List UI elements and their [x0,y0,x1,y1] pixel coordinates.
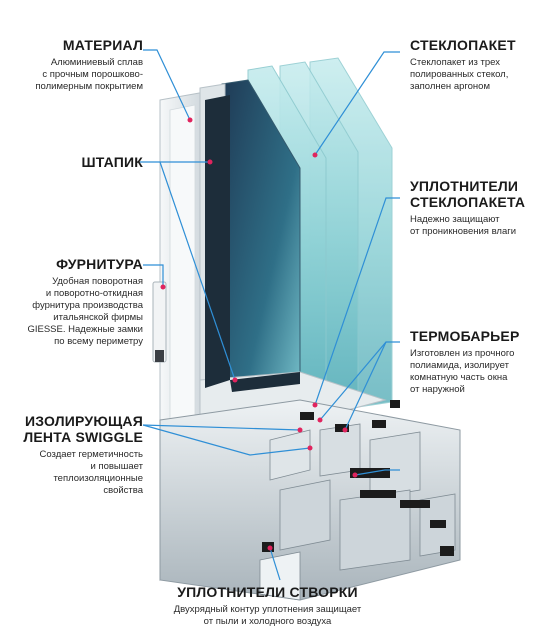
label-glazing-seals: УПЛОТНИТЕЛИ СТЕКЛОПАКЕТА Надежно защищаю… [410,178,525,238]
label-glazing: СТЕКЛОПАКЕТ Стеклопакет из трех полирова… [410,37,516,93]
label-swiggle-title: ИЗОЛИРУЮЩАЯ ЛЕНТА SWIGGLE [23,413,143,445]
dot-shtapik-b [207,159,213,165]
dot-glazing [312,152,318,158]
label-hardware: ФУРНИТУРА Удобная поворотная и поворотно… [27,256,143,348]
glass-panes [221,57,393,423]
label-glazing-title: СТЕКЛОПАКЕТ [410,37,516,53]
dot-thermal-c [352,472,358,478]
label-glazing-seals-desc: Надежно защищают от проникновения влаги [410,214,517,237]
label-sash-seals: УПЛОТНИТЕЛИ СТВОРКИ Двухрядный контур уп… [0,584,535,628]
leader-swiggle-a [142,424,301,431]
dot-thermal-b [342,427,348,433]
leader-thermal-b [344,341,387,431]
dot-swiggle-b [307,445,313,451]
dot-thermal-a [317,417,323,423]
label-swiggle: ИЗОЛИРУЮЩАЯ ЛЕНТА SWIGGLE Создает гермет… [23,413,143,497]
leader-material [143,49,191,121]
leader-glazing [314,51,400,156]
dot-sash-seals [267,545,273,551]
label-material-desc: Алюминиевый сплав с прочным порошково- п… [35,57,143,92]
label-sash-seals-title: УПЛОТНИТЕЛИ СТВОРКИ [177,584,358,600]
label-glazing-seals-title: УПЛОТНИТЕЛИ СТЕКЛОПАКЕТА [410,178,526,210]
label-swiggle-desc: Создает герметичность и повышает теплоиз… [39,449,143,496]
profile-section [159,399,461,601]
leader-hardware [143,264,164,285]
label-hardware-desc: Удобная поворотная и поворотно-откидная … [27,276,143,347]
dot-material [187,117,193,123]
leader-glazing-seals [314,197,400,406]
dot-hardware [160,284,166,290]
leader-swiggle-b [142,424,311,456]
dot-shtapik-a [232,377,238,383]
label-thermal-barrier-title: ТЕРМОБАРЬЕР [410,328,520,344]
leader-lines [140,49,400,581]
leader-thermal-c [354,469,400,476]
label-thermal-barrier-desc: Изготовлен из прочного полиамида, изолир… [410,348,515,395]
leader-sash-seals [269,547,281,581]
label-material: МАТЕРИАЛ Алюминиевый сплав с прочным пор… [35,37,143,93]
label-glazing-desc: Стеклопакет из трех полированных стекол,… [410,57,509,92]
label-shtapik-title: ШТАПИК [81,154,143,170]
label-sash-seals-desc: Двухрядный контур уплотнения защищает от… [173,604,362,627]
label-hardware-title: ФУРНИТУРА [56,256,143,272]
hardware-handle [152,281,167,363]
dot-glazing-seals [312,402,318,408]
leader-dots [160,117,358,551]
label-thermal-barrier: ТЕРМОБАРЬЕР Изготовлен из прочного полиа… [410,328,520,396]
label-material-title: МАТЕРИАЛ [62,37,143,53]
label-shtapik: ШТАПИК [81,154,143,170]
dot-swiggle-a [297,427,303,433]
